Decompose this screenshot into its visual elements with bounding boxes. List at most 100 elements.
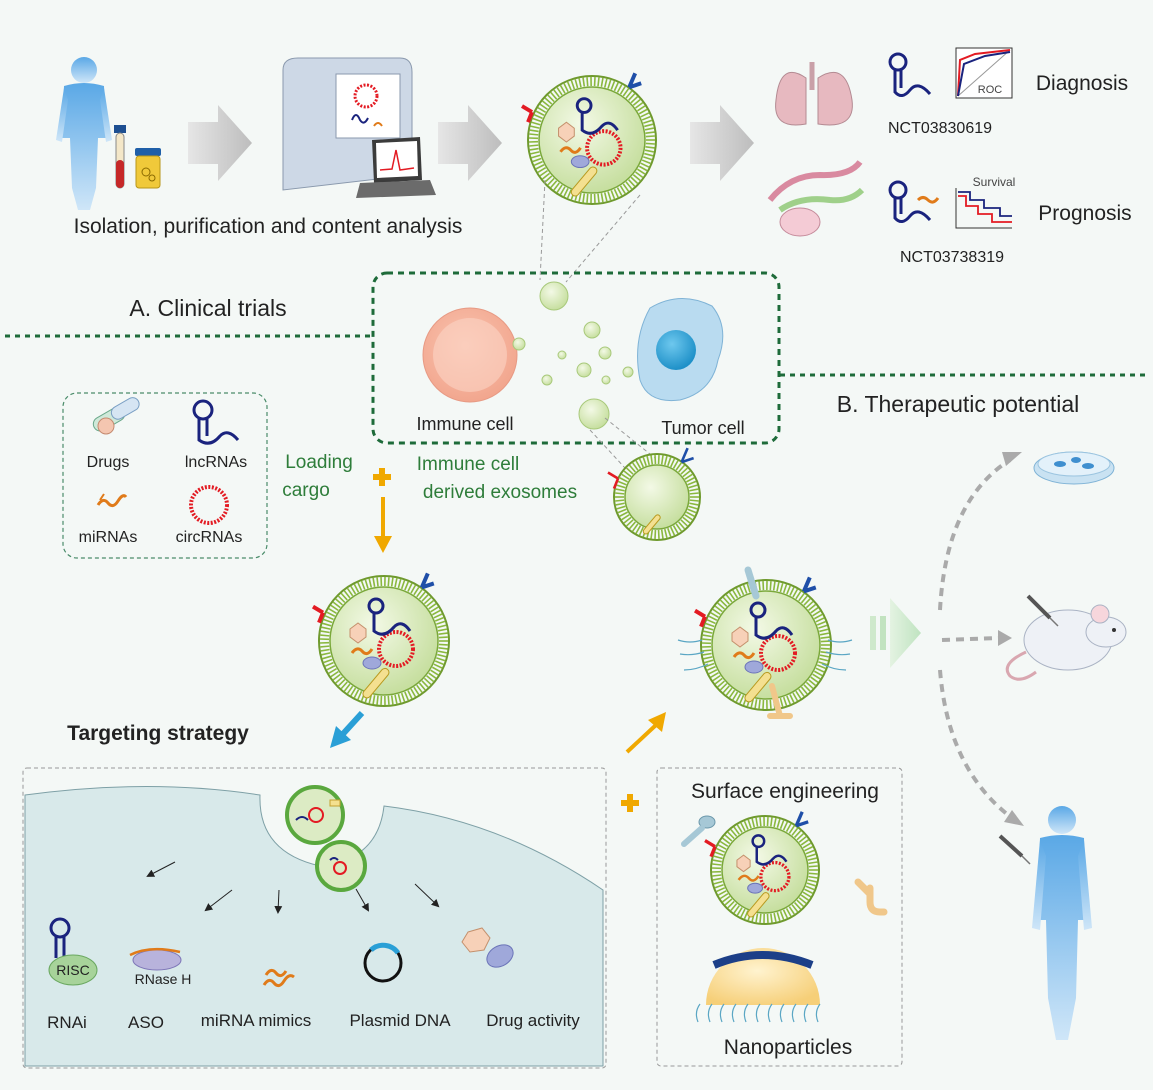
lipid: [787, 824, 791, 832]
lipid: [707, 667, 715, 671]
lipid: [668, 457, 671, 466]
nanoparticle: [696, 948, 820, 1022]
lipid: [787, 696, 790, 704]
lipid: [571, 80, 574, 89]
lipid: [641, 163, 649, 167]
lipid: [777, 582, 779, 591]
lipid: [618, 84, 622, 92]
lipid: [805, 847, 813, 851]
lipid: [703, 654, 712, 655]
receptor-blue: [682, 448, 694, 462]
lipid: [388, 577, 389, 586]
lipid: [748, 820, 751, 829]
rna-hairpin-icon-2: [890, 182, 938, 222]
lipid: [741, 823, 745, 831]
lipid: [601, 78, 603, 87]
protein-cargo: [363, 657, 381, 669]
roc-label: ROC: [978, 84, 1003, 96]
lipid: [351, 688, 356, 696]
lipid: [365, 580, 368, 589]
rnase-label: RNase H: [135, 971, 192, 987]
lipid: [808, 880, 817, 882]
lipid: [784, 697, 787, 706]
lipid: [704, 660, 713, 662]
lipid: [711, 673, 719, 678]
plus-icon-2: [621, 794, 639, 812]
lipid: [438, 651, 447, 653]
lipid: [689, 489, 698, 491]
lipid: [816, 618, 824, 622]
lipid: [690, 493, 699, 494]
lipid: [821, 637, 830, 638]
petri-dish-icon: [1034, 452, 1114, 484]
lipid: [818, 625, 827, 628]
receptor-blue: [629, 73, 641, 87]
protein-cargo: [745, 661, 763, 673]
peptide-icon: [684, 816, 715, 844]
lipid: [373, 578, 375, 587]
lipid: [644, 124, 653, 126]
lipid: [645, 128, 654, 130]
tumor-cell: [638, 298, 723, 400]
lipid: [617, 485, 626, 488]
lipid: [587, 194, 588, 203]
small-vesicles: [513, 282, 633, 429]
lipid: [434, 614, 442, 618]
engineering-title: Surface engineering: [691, 780, 879, 803]
lipid: [618, 188, 622, 196]
lipid: [760, 914, 761, 923]
receptor-red: [695, 611, 705, 627]
lipid: [711, 613, 719, 618]
lipid: [614, 83, 618, 91]
receptor-red: [313, 607, 323, 623]
lipid: [439, 637, 448, 638]
lipid: [704, 627, 713, 629]
lipid: [402, 693, 405, 702]
lipid: [704, 631, 713, 633]
lipid: [608, 80, 611, 89]
mirna-icon: [98, 494, 126, 506]
dashed-arrowhead-2: [998, 630, 1012, 646]
lipid: [564, 188, 568, 196]
immune-cell: [423, 308, 517, 402]
lipid: [377, 696, 378, 705]
receptor-blue: [422, 573, 434, 587]
lipid: [618, 509, 626, 512]
lncrnas-label: lncRNAs: [185, 454, 247, 471]
lipid: [432, 667, 440, 671]
syringe-icon-2: [1000, 836, 1030, 864]
lipid: [392, 578, 393, 587]
lipid: [767, 817, 768, 826]
lipid: [780, 911, 783, 919]
lipid: [436, 621, 445, 624]
lipid: [611, 81, 614, 89]
lipid: [759, 700, 760, 709]
lipid: [767, 914, 768, 923]
lipid: [787, 586, 790, 594]
lipid: [718, 891, 726, 895]
lncrna-icon: [194, 401, 238, 443]
lipid: [671, 527, 675, 535]
lipid: [620, 186, 625, 194]
lipid: [771, 914, 772, 923]
lipid: [601, 193, 603, 202]
lipid: [388, 696, 389, 705]
lipid: [321, 650, 330, 651]
lipid: [530, 149, 539, 150]
lipid: [713, 860, 722, 862]
lipid: [532, 122, 541, 125]
lipid: [639, 109, 647, 113]
lipid: [690, 500, 699, 501]
lipid: [358, 583, 362, 591]
lipid: [529, 145, 538, 146]
lipid: [790, 695, 794, 703]
exosome-loaded: [313, 573, 449, 706]
lipid: [759, 581, 760, 590]
lipid: [819, 659, 828, 661]
arrow-blue: [330, 713, 362, 748]
lipid: [651, 530, 652, 539]
lipid: [351, 586, 356, 594]
lipid: [819, 629, 828, 631]
